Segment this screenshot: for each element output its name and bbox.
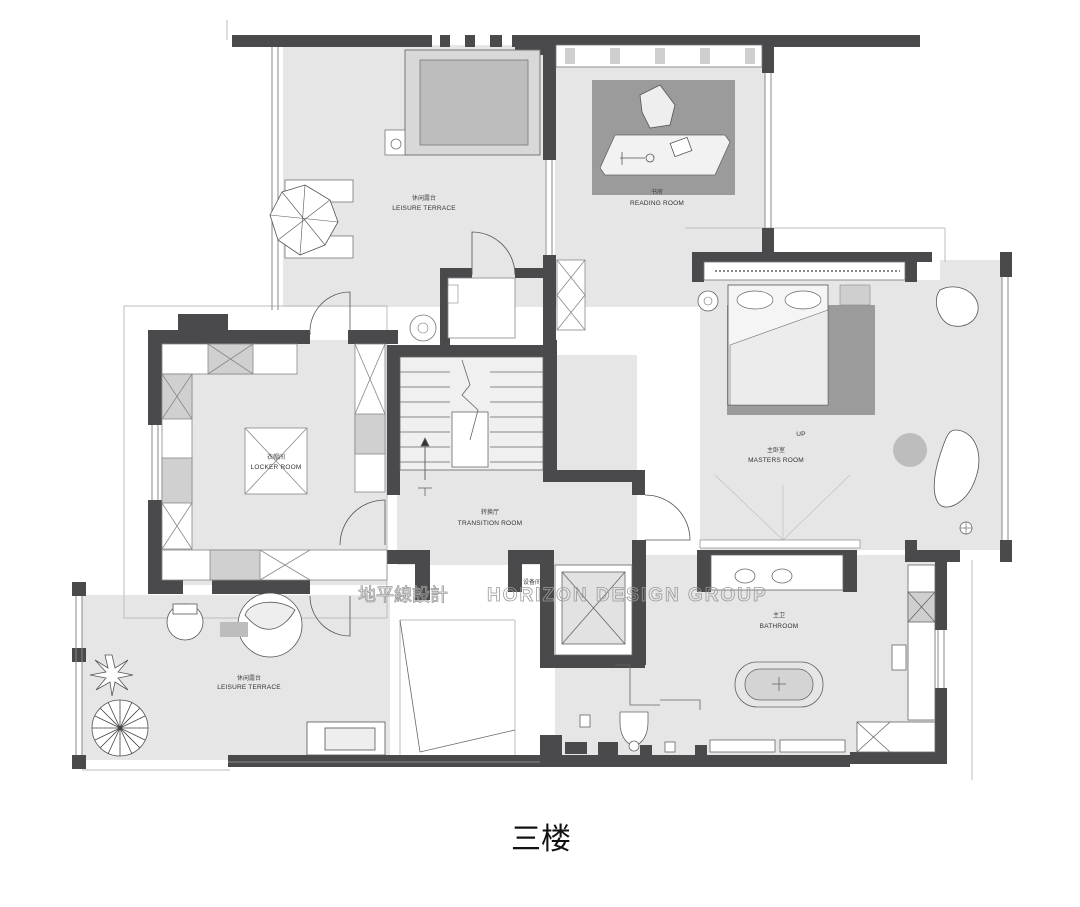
watermark: 地平線設計 HORIZON DESIGN GROUP [358,585,768,607]
chair-icon [639,84,676,129]
door-swings [309,231,691,637]
terrace-bottom-furniture [89,592,516,757]
plant-icon [89,654,134,697]
up-arrow-icon [420,437,430,447]
up-label: UP [796,431,805,438]
watermark-cn: 地平線設計 [358,585,448,606]
masters-room-cn: 主卧室 [767,446,785,454]
bathroom-furniture [579,554,936,753]
masters-room-en: MASTERS ROOM [748,457,804,464]
elevator [554,564,633,656]
equipment-room-cn: 设备间 [523,578,541,586]
leisure-terrace-bottom-en: LEISURE TERRACE [217,684,281,691]
window-lines [75,47,1009,763]
pool-inner [419,59,529,146]
leisure-terrace-top-cn: 休闲露台 [412,194,436,202]
bathroom-cn: 主卫 [773,611,785,619]
reading-room-cn: 书房 [651,188,663,196]
reading-room-en: READING ROOM [630,200,684,207]
watermark-en: HORIZON DESIGN GROUP [487,585,768,606]
leisure-terrace-bottom-cn: 休闲露台 [237,674,261,682]
reading-room-furniture [555,44,763,195]
armchair-icon [936,286,979,327]
floor-title: 三楼 [511,822,571,857]
room-labels: 休闲露台 LEISURE TERRACE 书房 READING ROOM 衣帽间… [217,188,805,691]
staircase [399,356,544,496]
lounge-chair-icon [933,429,980,508]
terrace-top-furniture [269,49,541,342]
reading-desk [599,134,731,176]
leisure-terrace-top-en: LEISURE TERRACE [392,205,456,212]
tree-icon [91,699,149,757]
locker-room-furniture [161,343,388,581]
walls [72,35,1012,769]
transition-room-cn: 转换厅 [481,508,499,516]
round-table [893,433,927,467]
locker-room-cn: 衣帽间 [267,453,285,461]
locker-room-en: LOCKER ROOM [251,464,302,471]
masters-room-furniture [697,261,980,549]
cabinet-column [556,259,586,331]
bathroom-en: BATHROOM [760,623,799,630]
transition-room-en: TRANSITION ROOM [458,520,522,527]
